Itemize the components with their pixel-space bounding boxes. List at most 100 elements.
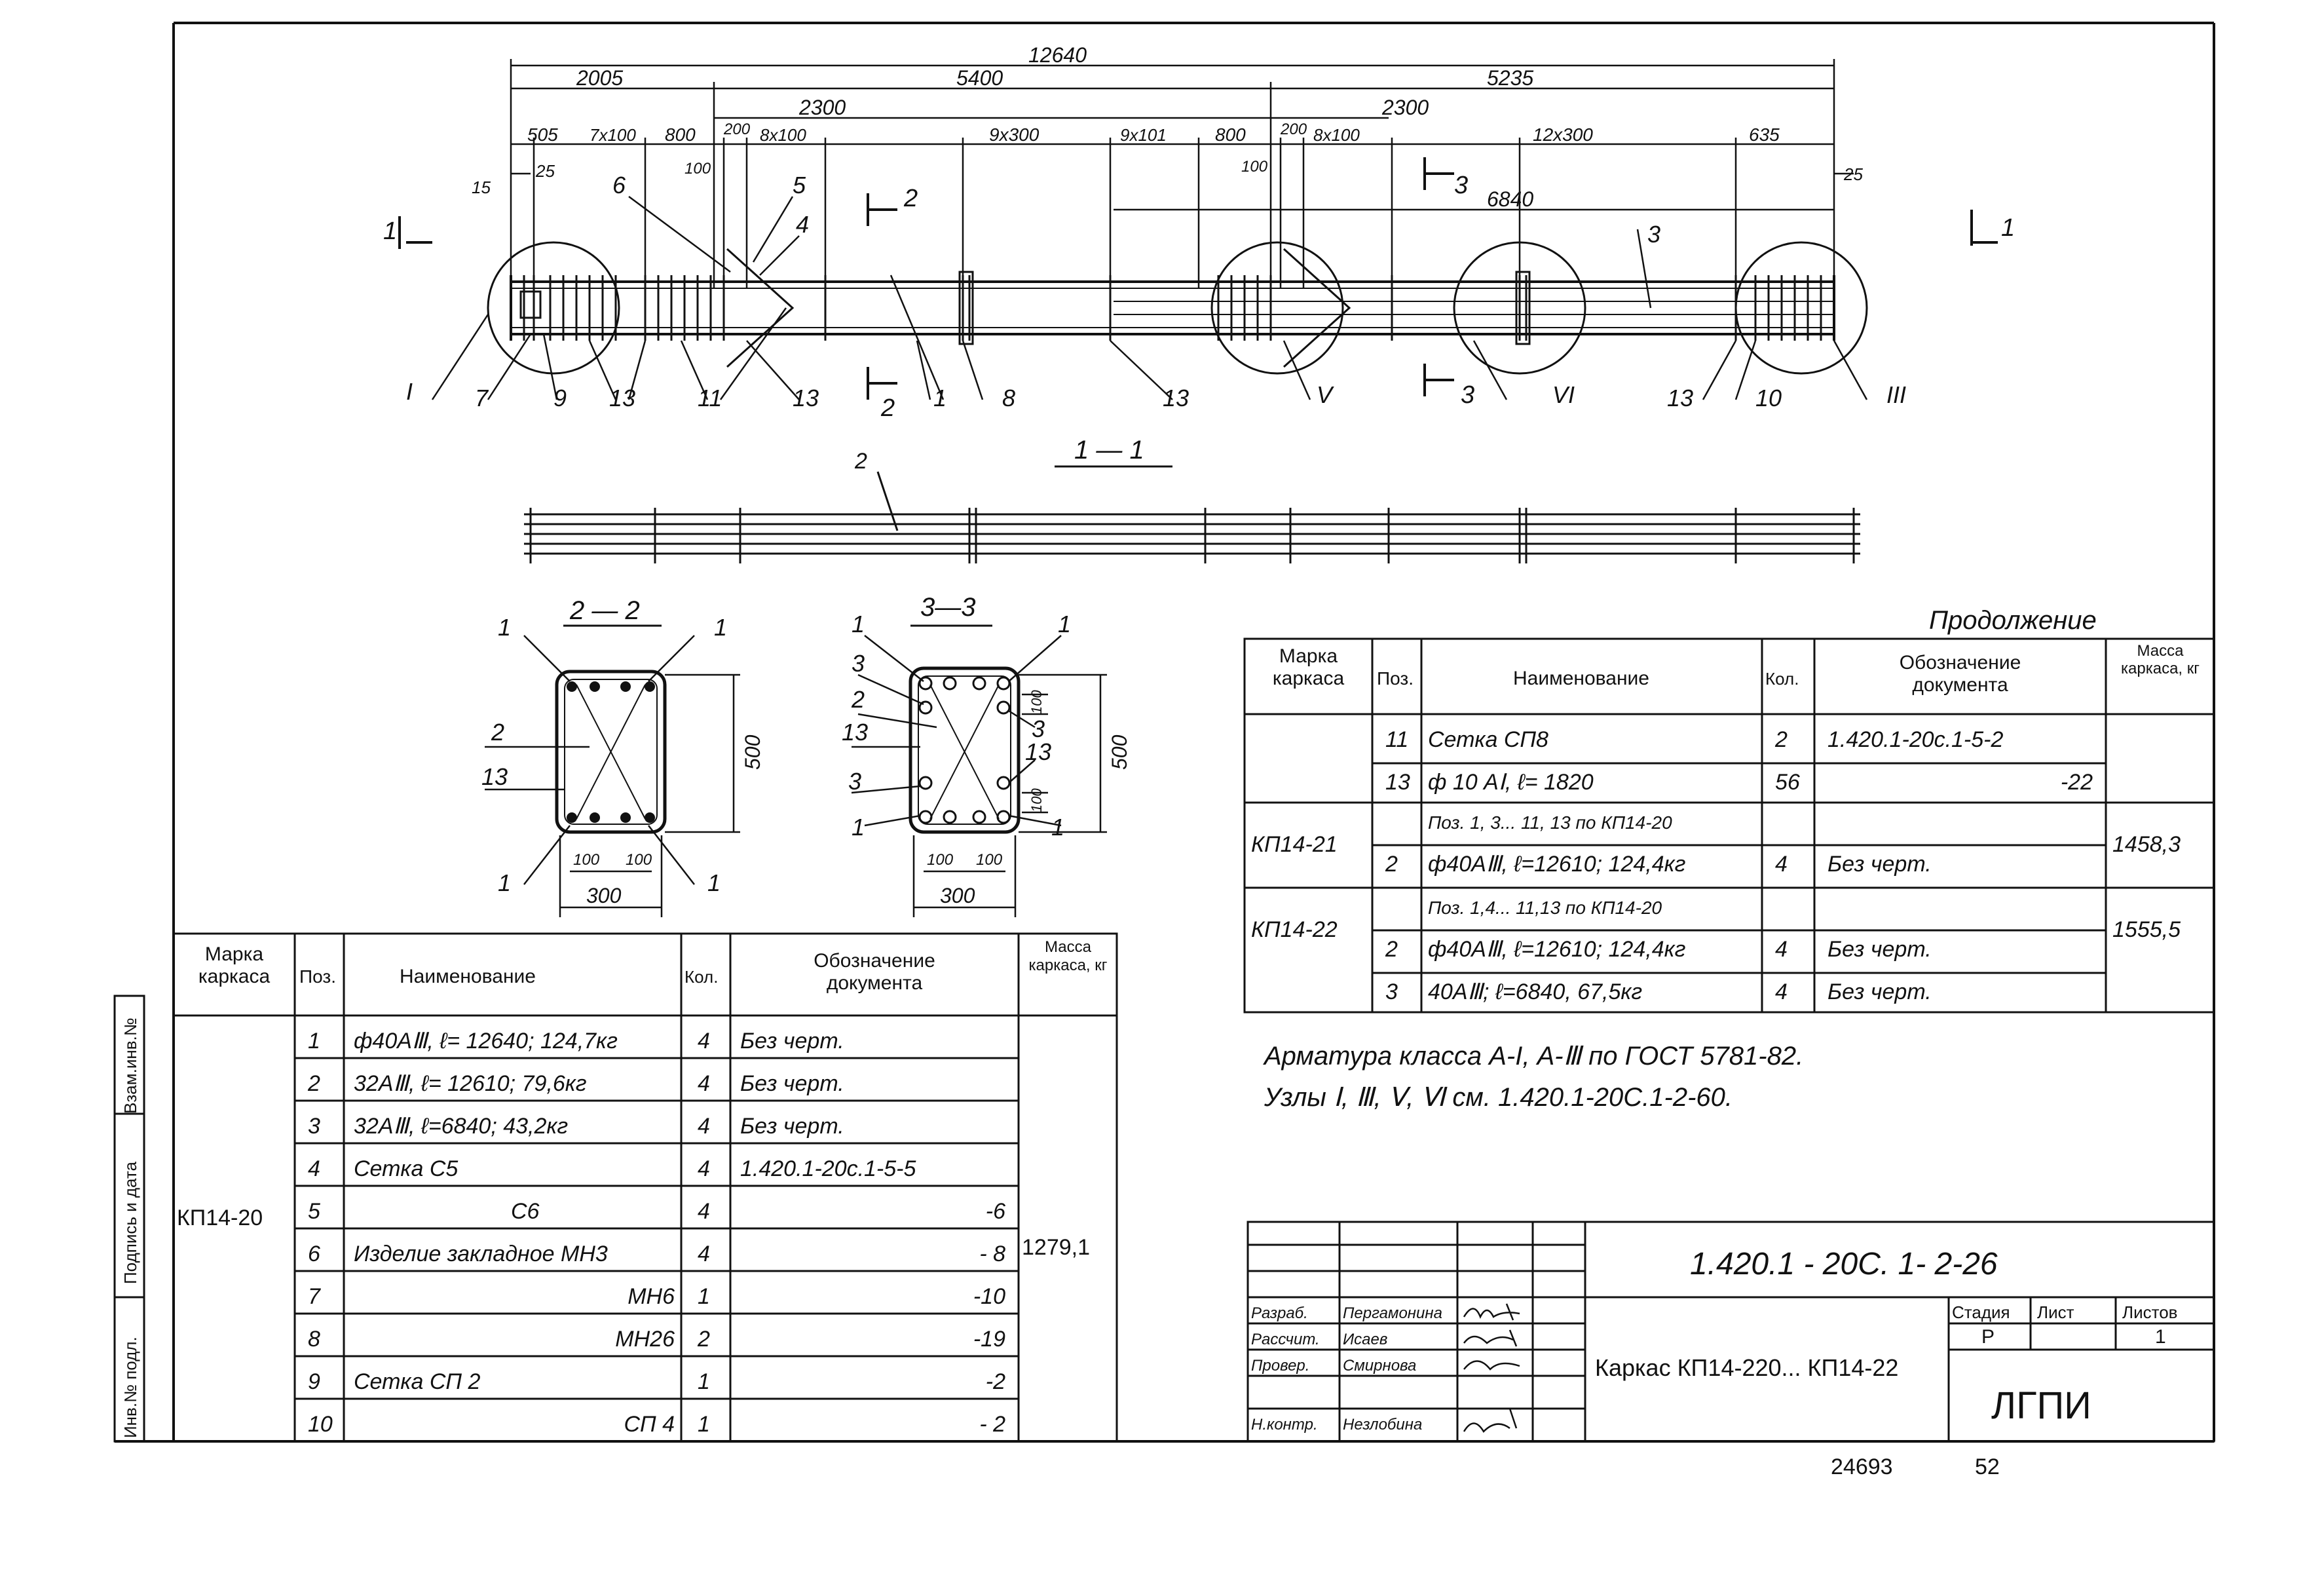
section-3-3-title: 3—3 bbox=[920, 593, 976, 622]
sec33-pos13-left: 13 bbox=[842, 719, 868, 746]
header-doc-right: Обозначение документа bbox=[1899, 652, 2021, 696]
sec33-pos13-right: 13 bbox=[1025, 738, 1051, 765]
left-row-doc: 1.420.1-20с.1-5-5 bbox=[740, 1156, 916, 1181]
left-row-pos: 5 bbox=[308, 1199, 320, 1224]
continuation-label: Продолжение bbox=[1929, 606, 2097, 635]
drawing-code: 1.420.1 - 20С. 1- 2-26 bbox=[1690, 1247, 1998, 1281]
left-row-name: Сетка C5 bbox=[354, 1156, 458, 1181]
callout-13d: 13 bbox=[1667, 385, 1693, 411]
callout-13a: 13 bbox=[609, 385, 635, 411]
dimension-values: 12640 2005 5400 5235 2300 2300 505 7x100… bbox=[472, 43, 1863, 211]
node-label-V: V bbox=[1317, 381, 1334, 408]
left-row-qty: 4 bbox=[698, 1071, 710, 1096]
section-1-1-pos2: 2 bbox=[854, 449, 867, 474]
cut-label-3-top: 3 bbox=[1454, 172, 1468, 199]
left-row-qty: 2 bbox=[697, 1327, 710, 1352]
callout-10: 10 bbox=[1755, 385, 1782, 411]
left-row-doc: -6 bbox=[986, 1199, 1005, 1224]
side-stamp-sign: Подпись и дата bbox=[121, 1161, 140, 1284]
stage-value: Р bbox=[1981, 1326, 1995, 1348]
sec22-bottom-100b: 100 bbox=[626, 851, 652, 869]
header-name-right: Наименование bbox=[1513, 668, 1649, 689]
right-row-pos: 13 bbox=[1385, 770, 1410, 795]
left-row-pos: 8 bbox=[308, 1327, 320, 1352]
right-row-doc: Без черт. bbox=[1827, 979, 1932, 1004]
left-row-doc: Без черт. bbox=[740, 1114, 844, 1139]
left-row-doc: Без черт. bbox=[740, 1071, 844, 1096]
sec33-pos1-tl: 1 bbox=[852, 611, 865, 637]
header-mark-right: Марка каркаса bbox=[1272, 645, 1345, 689]
callout-3: 3 bbox=[1647, 221, 1660, 248]
dim-total: 12640 bbox=[1028, 43, 1087, 67]
dimension-lines bbox=[510, 59, 1854, 288]
sec22-pos1-br: 1 bbox=[707, 869, 721, 896]
side-stamp-replace: Взам.инв.№ bbox=[121, 1017, 140, 1114]
callout-8: 8 bbox=[1002, 385, 1015, 411]
right-row-qty: 2 bbox=[1774, 727, 1788, 752]
right-row-pos: 3 bbox=[1385, 979, 1398, 1004]
section-1-1-title: 1 — 1 bbox=[1074, 436, 1144, 465]
right-row-mark: КП14-21 bbox=[1251, 832, 1338, 857]
sec22-width: 300 bbox=[586, 884, 622, 907]
header-pos-right: Поз. bbox=[1377, 668, 1414, 689]
left-row-name: ф40АⅢ, ℓ= 12640; 124,7кг bbox=[354, 1029, 618, 1053]
header-mass-left: Масса каркаса, кг bbox=[1028, 938, 1108, 974]
right-row-qty: 4 bbox=[1775, 937, 1788, 962]
dim-100b: 100 bbox=[1241, 158, 1268, 176]
right-row-qty: 4 bbox=[1775, 852, 1788, 877]
title-block-name: Смирнова bbox=[1343, 1357, 1416, 1375]
node-label-III: III bbox=[1886, 381, 1906, 408]
section-cut-marks: 1 1 2 2 3 3 bbox=[383, 157, 2015, 422]
left-row-name: 32АⅢ, ℓ=6840; 43,2кг bbox=[354, 1114, 568, 1139]
callout-4: 4 bbox=[796, 211, 809, 238]
cut-label-3-bottom: 3 bbox=[1461, 381, 1474, 409]
dim-800b: 800 bbox=[1215, 124, 1246, 145]
right-row-pos: 2 bbox=[1385, 852, 1398, 877]
header-mass-right: Масса каркаса, кг bbox=[2120, 642, 2200, 677]
sec33-pos1-br: 1 bbox=[1051, 814, 1064, 841]
sheets-value: 1 bbox=[2155, 1326, 2166, 1348]
header-pos-left: Поз. bbox=[299, 966, 336, 987]
sec33-right-100a: 100 bbox=[1028, 690, 1045, 714]
dim-2300a: 2300 bbox=[798, 96, 846, 119]
header-doc-left: Обозначение документа bbox=[814, 950, 935, 994]
beam-elevation bbox=[487, 241, 1868, 375]
footer-page: 52 bbox=[1975, 1454, 2000, 1479]
sec33-right-100b: 100 bbox=[1028, 788, 1045, 812]
dim-12x300: 12x300 bbox=[1533, 124, 1593, 145]
dim-25a: 25 bbox=[535, 161, 555, 181]
left-row-doc: -10 bbox=[973, 1284, 1005, 1309]
spec-table-left: Марка каркаса Поз. Наименование Кол. Обо… bbox=[172, 932, 1118, 1443]
side-stamp-inv: Инв.№ подл. bbox=[121, 1337, 140, 1438]
sec33-pos3-bottom: 3 bbox=[848, 768, 861, 795]
dim-200b: 200 bbox=[1280, 121, 1307, 138]
left-row-pos: 9 bbox=[308, 1369, 320, 1394]
header-name-left: Наименование bbox=[400, 966, 536, 987]
right-row-name: ф40АⅢ, ℓ=12610; 124,4кг bbox=[1428, 937, 1685, 962]
right-row-name: 40АⅢ; ℓ=6840, 67,5кг bbox=[1428, 979, 1642, 1004]
dim-100a: 100 bbox=[684, 160, 711, 178]
dim-9x101: 9x101 bbox=[1120, 125, 1167, 145]
left-row-name: Изделие закладное МН3 bbox=[354, 1242, 608, 1266]
sec22-pos13: 13 bbox=[481, 763, 508, 790]
note-line-1: Арматура класса А-I, А-Ⅲ по ГОСТ 5781-82… bbox=[1263, 1042, 1803, 1071]
elevation-leaders bbox=[431, 195, 1868, 400]
elevation-callouts: I 7 9 13 11 13 1 8 13 V VI 13 10 III 6 5… bbox=[406, 172, 1906, 411]
dim-9x300: 9x300 bbox=[989, 124, 1040, 145]
cut-label-1-right: 1 bbox=[2001, 214, 2015, 242]
right-row-name: Сетка СП8 bbox=[1428, 727, 1548, 752]
sec33-pos2: 2 bbox=[851, 686, 865, 713]
note-line-2: Узлы Ⅰ, Ⅲ, Ⅴ, Ⅵ см. 1.420.1-20С.1-2-60. bbox=[1264, 1083, 1733, 1112]
title-block: 1.420.1 - 20С. 1- 2-26 Каркас КП14-220..… bbox=[1246, 1221, 2215, 1443]
dim-5235: 5235 bbox=[1487, 66, 1533, 90]
left-row-doc: -2 bbox=[986, 1369, 1005, 1394]
left-row-name: МН6 bbox=[628, 1284, 675, 1309]
section-2-2: 2 — 2 1 1 2 13 bbox=[481, 596, 764, 917]
left-row-doc: Без черт. bbox=[740, 1029, 844, 1053]
right-row-name: ф 10 АⅠ, ℓ= 1820 bbox=[1428, 770, 1594, 795]
footer-number: 24693 bbox=[1831, 1454, 1893, 1479]
dim-2300b: 2300 bbox=[1381, 96, 1429, 119]
title-block-name: Пергамонина bbox=[1343, 1304, 1442, 1322]
cut-label-2-top: 2 bbox=[903, 185, 918, 212]
